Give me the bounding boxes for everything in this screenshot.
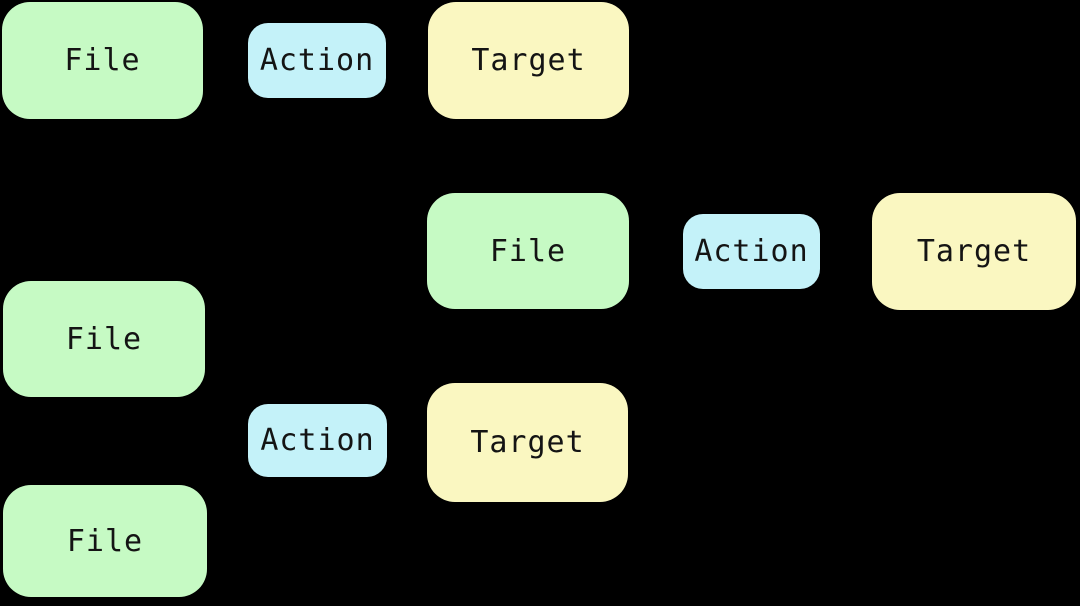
node-file-3: File [3,281,205,397]
node-action-3: Action [248,404,387,477]
node-target-1: Target [428,2,629,119]
node-target-2: Target [872,193,1076,310]
node-file-4: File [3,485,207,597]
node-file-1: File [2,2,203,119]
node-action-1: Action [248,23,386,98]
node-action-2: Action [683,214,820,289]
node-target-3: Target [427,383,628,502]
node-file-2: File [427,193,629,309]
